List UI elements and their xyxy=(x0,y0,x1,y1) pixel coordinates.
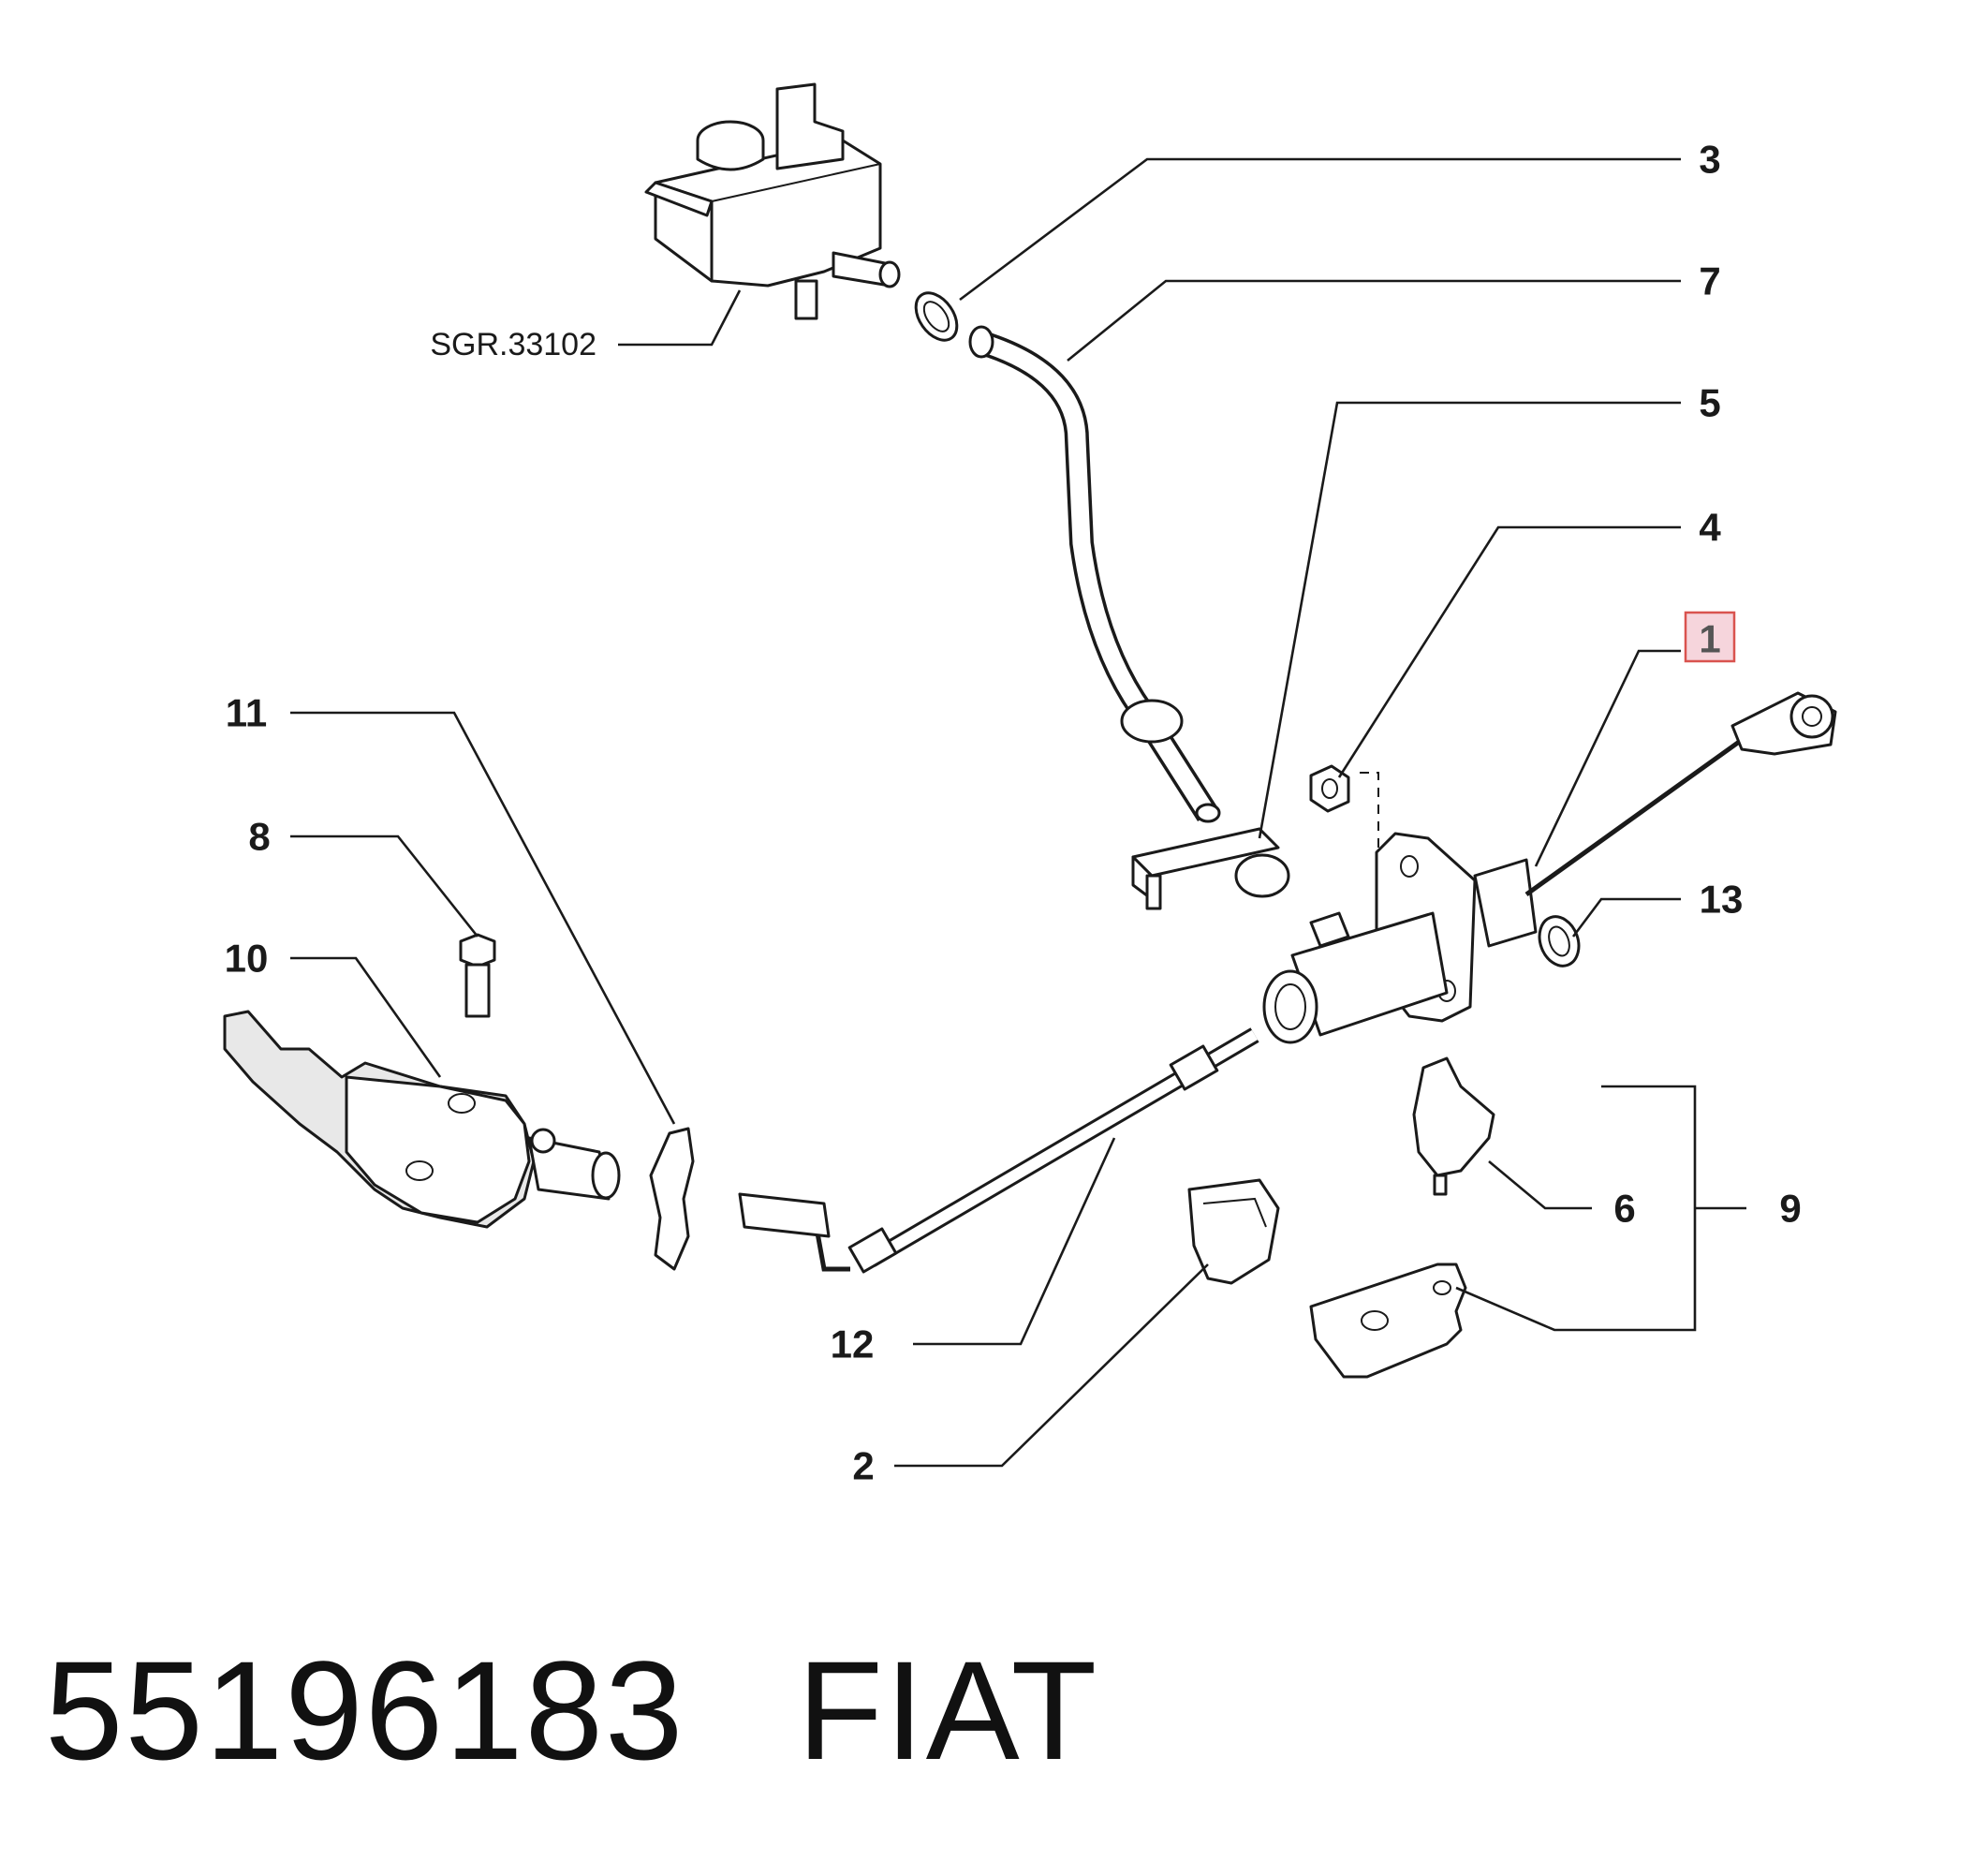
seal-ring[interactable] xyxy=(1533,911,1585,971)
supply-hose[interactable] xyxy=(968,325,1221,823)
callout-1[interactable]: 1 xyxy=(1699,617,1720,661)
callout-6[interactable]: 6 xyxy=(1613,1187,1635,1231)
callout-13[interactable]: 13 xyxy=(1700,878,1744,922)
callout-9[interactable]: 9 xyxy=(1779,1187,1801,1231)
gasket[interactable] xyxy=(649,1127,695,1271)
mounting-plate[interactable] xyxy=(1309,1263,1467,1379)
callout-8[interactable]: 8 xyxy=(248,815,270,859)
part-number-footer: 55196183 FIAT xyxy=(45,1630,1098,1792)
callout-10[interactable]: 10 xyxy=(225,937,269,981)
pipe-bracket[interactable] xyxy=(1131,827,1290,910)
callout-4[interactable]: 4 xyxy=(1699,506,1721,550)
leader-lines xyxy=(290,157,1746,1468)
callout-12[interactable]: 12 xyxy=(831,1322,875,1366)
callout-11[interactable]: 11 xyxy=(226,691,267,735)
callout-labels: 3 7 5 4 1 11 8 10 13 6 9 12 2 SGR.33102 xyxy=(225,138,1802,1488)
bolt[interactable] xyxy=(459,933,496,1018)
brand-name: FIAT xyxy=(797,1632,1099,1789)
clutch-slave-cylinder[interactable] xyxy=(223,1010,621,1229)
hydraulic-pipe[interactable] xyxy=(738,1027,1259,1274)
callout-5[interactable]: 5 xyxy=(1699,381,1720,425)
hose-retainer-clip[interactable] xyxy=(1187,1178,1280,1285)
callout-7[interactable]: 7 xyxy=(1699,259,1720,303)
highlight-box xyxy=(1684,611,1736,663)
callout-3[interactable]: 3 xyxy=(1699,138,1720,182)
fluid-reservoir[interactable] xyxy=(644,82,901,320)
hose-clamp[interactable] xyxy=(907,286,965,348)
pipe-clip[interactable] xyxy=(1412,1056,1495,1196)
reference-label[interactable]: SGR.33102 xyxy=(430,327,596,362)
callout-2[interactable]: 2 xyxy=(852,1444,874,1488)
part-number: 55196183 xyxy=(45,1632,685,1789)
clutch-master-cylinder[interactable] xyxy=(1262,691,1837,1044)
